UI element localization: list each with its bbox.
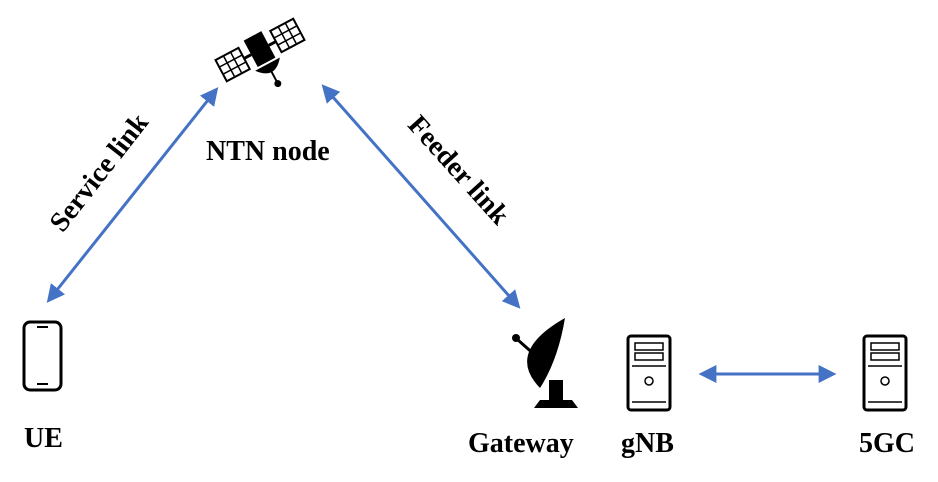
5gc-label: 5GC xyxy=(859,428,915,459)
satellite-dish-icon xyxy=(512,318,578,408)
satellite-icon xyxy=(214,17,306,88)
gateway-label: Gateway xyxy=(468,428,574,459)
ue-label: UE xyxy=(24,423,63,454)
smartphone-icon xyxy=(22,320,63,392)
ntn-node-label: NTN node xyxy=(206,136,330,167)
gnb-label: gNB xyxy=(621,428,674,459)
service-link-arrow xyxy=(46,87,219,303)
feeder-link-arrow xyxy=(321,84,521,309)
server-tower-icon xyxy=(626,334,672,412)
server-tower-icon xyxy=(862,334,908,412)
service-link-label: Service link xyxy=(44,107,155,237)
feeder-link-label: Feeder link xyxy=(401,110,515,232)
